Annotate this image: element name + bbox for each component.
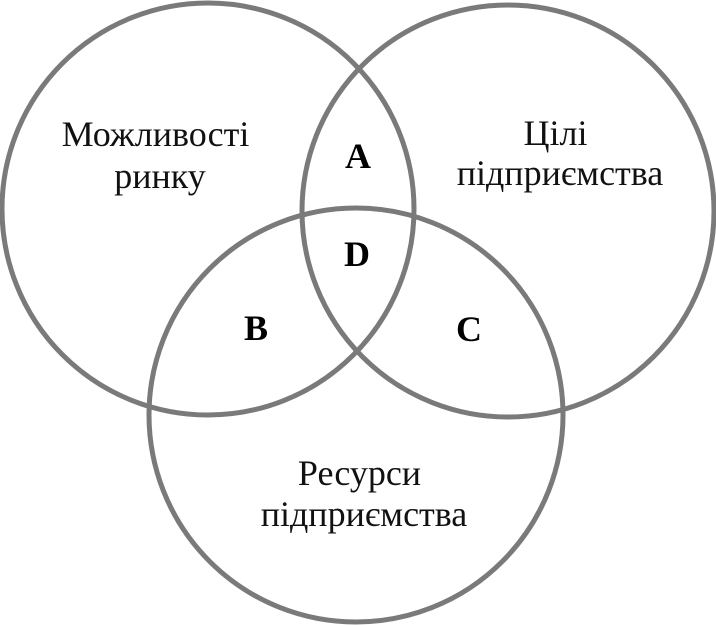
- enterprise-goals-label-line1: Цілі: [524, 113, 588, 153]
- region-c-label: C: [456, 309, 482, 349]
- enterprise-goals-circle: [299, 2, 716, 420]
- region-b-label: B: [244, 308, 268, 348]
- market-opportunities-label: Можливості ринку: [62, 114, 259, 196]
- region-a-label: A: [345, 136, 371, 176]
- enterprise-resources-label-line2: підприємства: [261, 494, 468, 534]
- market-opportunities-label-line2: ринку: [114, 156, 206, 196]
- market-opportunities-label-line1: Можливості: [62, 114, 250, 154]
- enterprise-goals-label: Цілі підприємства: [457, 113, 664, 193]
- enterprise-resources-label: Ресурси підприємства: [261, 453, 468, 534]
- region-d-label: D: [344, 234, 370, 274]
- market-opportunities-circle: [0, 0, 417, 418]
- enterprise-goals-label-line2: підприємства: [457, 153, 664, 193]
- enterprise-resources-circle: [146, 205, 566, 625]
- enterprise-resources-label-line1: Ресурси: [298, 453, 421, 493]
